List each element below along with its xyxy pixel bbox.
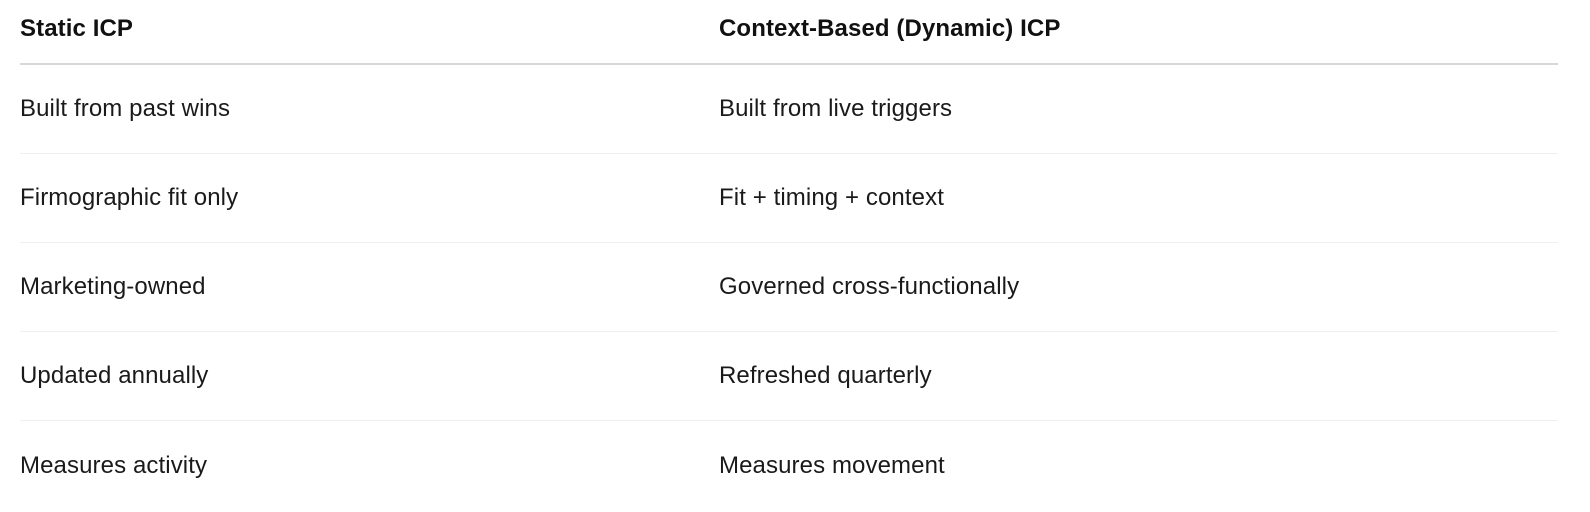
cell-static-icp: Measures activity	[20, 451, 208, 479]
cell-dynamic-icp: Measures movement	[719, 451, 945, 479]
cell-dynamic-icp: Fit + timing + context	[719, 184, 944, 211]
cell-static-icp: Updated annually	[20, 362, 209, 389]
table-header-row: Static ICP Context-Based (Dynamic) ICP	[20, 0, 1558, 65]
table-row: Updated annually Refreshed quarterly	[20, 332, 1558, 421]
cell-dynamic-icp: Refreshed quarterly	[719, 362, 932, 389]
cell-static-icp: Marketing-owned	[20, 273, 206, 300]
table-row: Firmographic fit only Fit + timing + con…	[20, 154, 1558, 243]
cell-dynamic-icp: Built from live triggers	[719, 95, 953, 122]
cell-dynamic-icp: Governed cross-functionally	[719, 273, 1020, 300]
cell-static-icp: Firmographic fit only	[20, 184, 239, 211]
table-row: Measures activity Measures movement	[20, 421, 1558, 510]
column-header-dynamic-icp: Context-Based (Dynamic) ICP	[719, 15, 1061, 42]
cell-static-icp: Built from past wins	[20, 95, 231, 122]
column-header-static-icp: Static ICP	[20, 15, 134, 42]
table-row: Marketing-owned Governed cross-functiona…	[20, 243, 1558, 332]
table-row: Built from past wins Built from live tri…	[20, 65, 1558, 154]
